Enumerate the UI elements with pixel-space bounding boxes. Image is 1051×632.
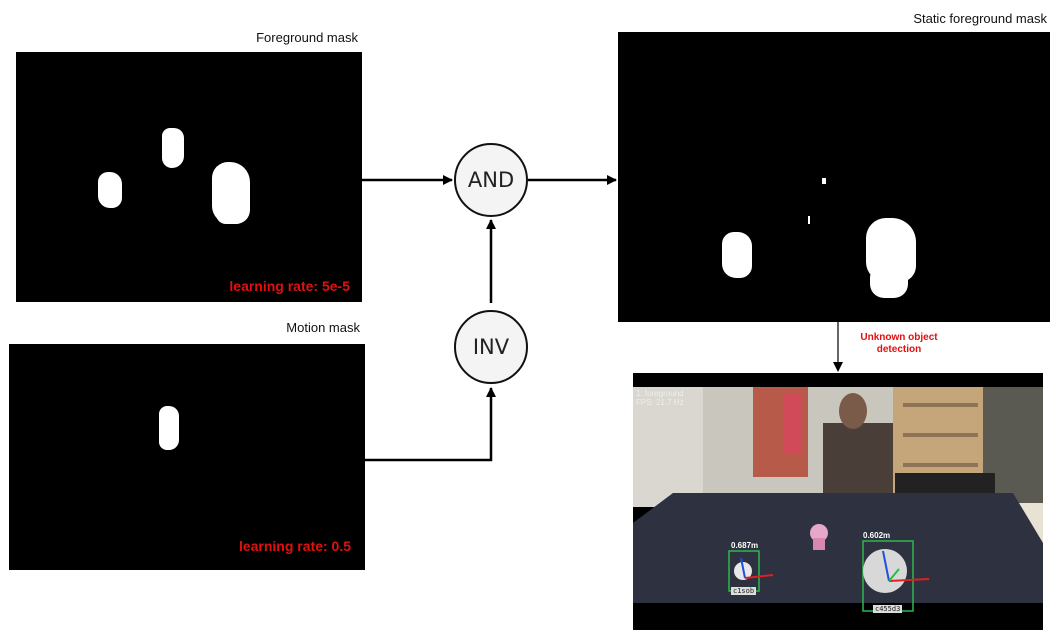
motion-mask-caption: Motion mask [286,320,360,335]
detection-photo: 1: foreground FPS: 21.7 Hz 0.687m 0.602m… [633,373,1043,630]
blob [870,264,908,298]
foreground-mask-image: learning rate: 5e-5 [16,52,362,302]
distance-left: 0.687m [731,541,759,550]
scene-illustration [633,387,1043,630]
detection-label: Unknown object detection [840,332,958,356]
blob [98,172,122,208]
and-node: AND [454,143,528,217]
fps-readout-line2: FPS: 21.7 Hz [636,398,684,407]
static-mask-caption: Static foreground mask [913,11,1047,26]
detection-label-line2: detection [876,344,922,355]
object-tag-left: c1sob [731,587,757,595]
detection-label-line1: Unknown object [860,332,938,343]
blob [808,216,810,224]
inv-node: INV [454,310,528,384]
blob [722,232,752,278]
distance-right: 0.602m [863,531,891,540]
blob [162,128,184,168]
static-mask-image [618,32,1050,322]
learning-rate-label: learning rate: 0.5 [238,538,351,554]
blob [216,202,246,224]
object-tag-right: c455d3 [873,605,903,613]
learning-rate-label: learning rate: 5e-5 [229,278,350,294]
blob [159,406,179,450]
motion-mask-image: learning rate: 0.5 [9,344,365,570]
fps-readout-line1: 1: foreground [636,389,684,398]
foreground-mask-caption: Foreground mask [256,30,358,45]
blob [822,178,826,184]
